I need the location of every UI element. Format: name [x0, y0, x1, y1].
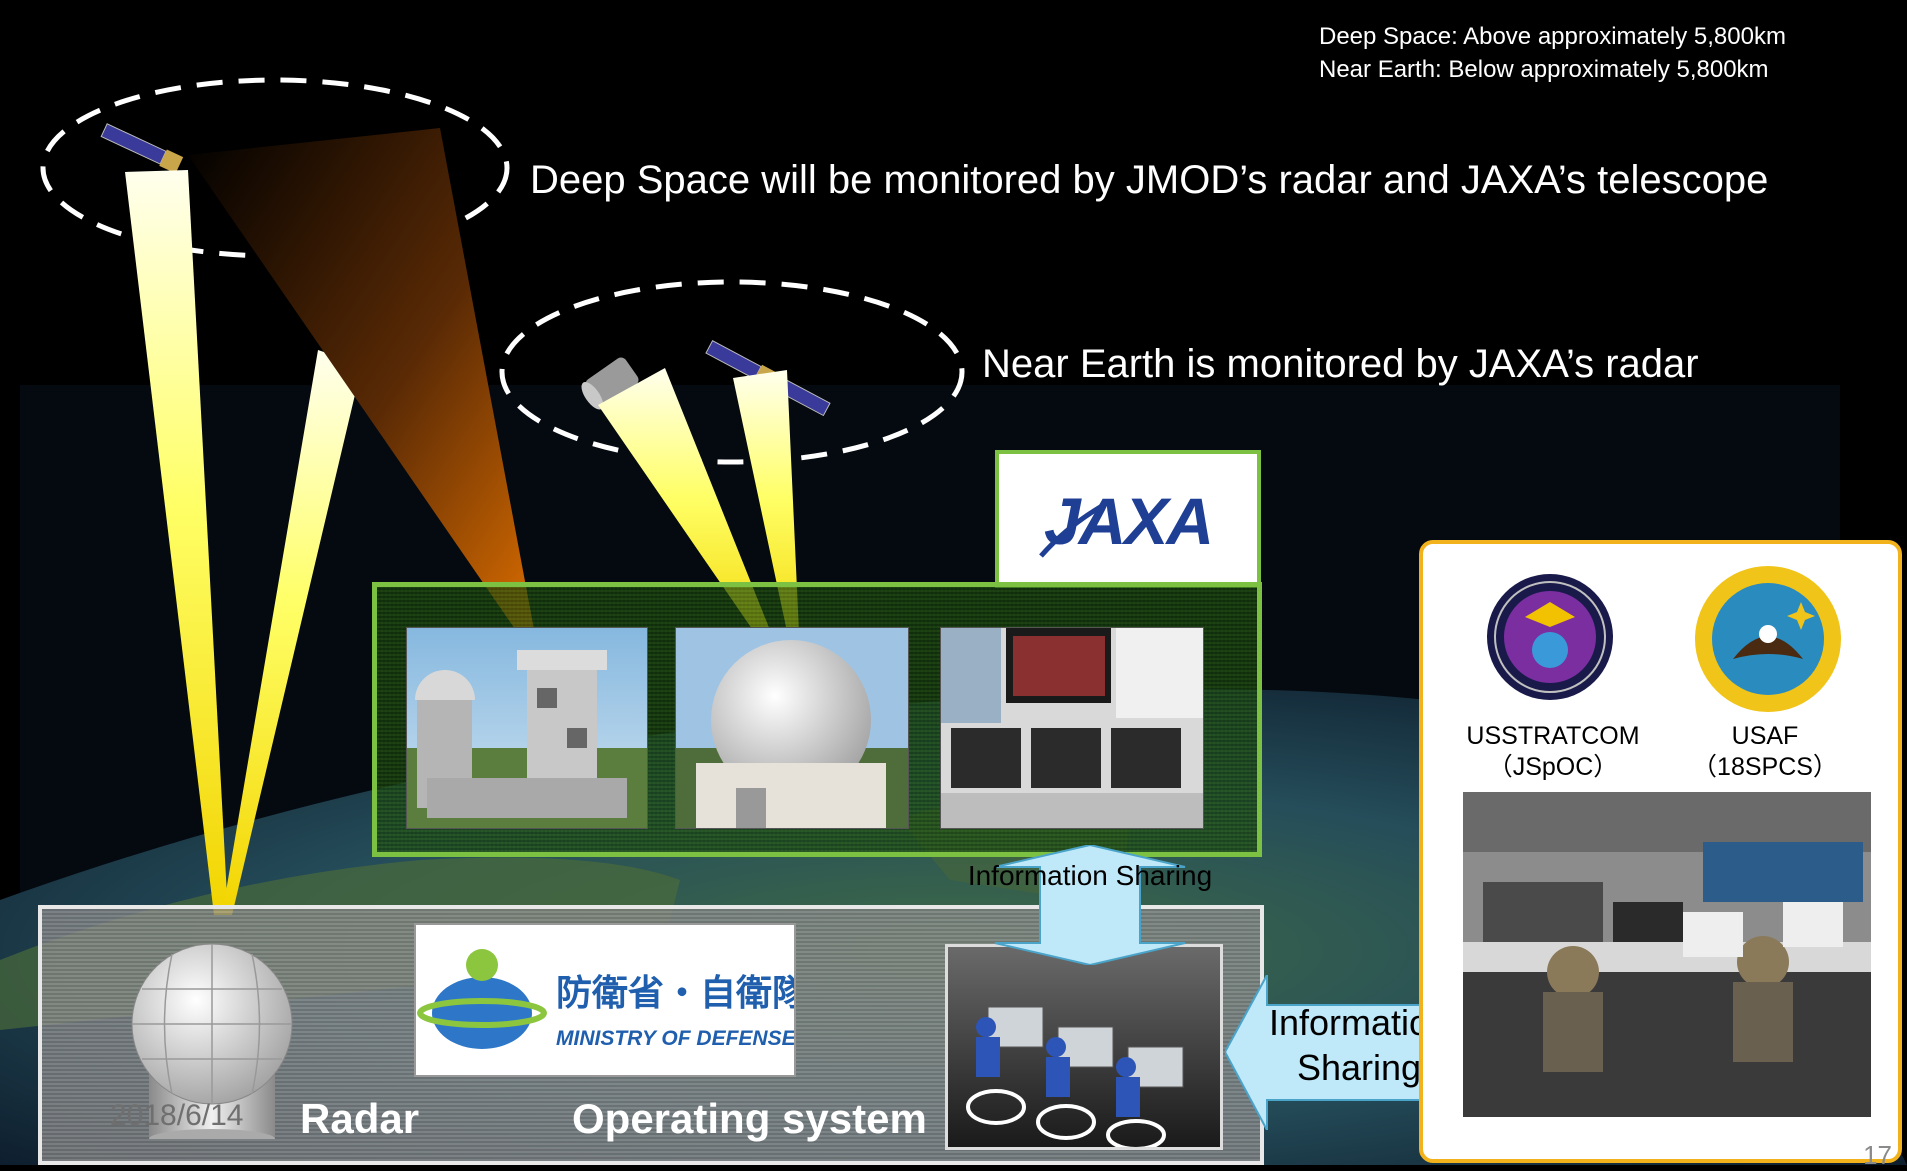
page-number: 17 [1863, 1140, 1892, 1170]
slide-date: 2018/6/14 [110, 1099, 244, 1132]
info-sharing-label-right: Information Sharing [1268, 1002, 1450, 1088]
radar-beam-right [222, 350, 362, 915]
mod-logo-en-text: MINISTRY OF DEFENSE [556, 1027, 794, 1050]
jaxa-control-room-photo [940, 627, 1204, 829]
radar-dome-icon [127, 939, 297, 1149]
near-earth-caption: Near Earth is monitored by JAXA’s radar [982, 342, 1699, 386]
mod-logo: 防衛省・自衛隊 MINISTRY OF DEFENSE [417, 949, 808, 1050]
spcs-seal-icon [1693, 564, 1843, 714]
usstratcom-name: USSTRATCOM [1466, 722, 1640, 750]
jaxa-logo-text: JAXA [1044, 484, 1212, 558]
jaxa-radome-photo [675, 627, 909, 829]
usstratcom-label: USSTRATCOM （JSpOC） [1463, 721, 1643, 783]
radar-beam-left [125, 170, 228, 915]
operating-system-illustration [945, 944, 1223, 1151]
spcs-unit: （18SPCS） [1692, 753, 1838, 781]
near-earth-definition: Near Earth: Below approximately 5,800km [1319, 56, 1769, 83]
mod-logo-jp-text: 防衛省・自衛隊 [556, 973, 794, 1014]
jspoc-seal-icon [1485, 572, 1615, 702]
operating-system-label: Operating system [572, 1095, 927, 1142]
orbit-definition-note: Deep Space: Above approximately 5,800km … [1319, 20, 1889, 86]
jaxa-facilities-panel [372, 582, 1262, 857]
near-earth-orbit-ellipse [499, 279, 965, 465]
mod-logo-card: 防衛省・自衛隊 MINISTRY OF DEFENSE [414, 923, 808, 1077]
info-sharing-label-top: Information Sharing [967, 860, 1213, 891]
deep-space-satellite-icon [100, 123, 184, 174]
jspoc-unit: （JSpOC） [1487, 753, 1619, 781]
info-sharing-arrow-jaxa-mod: Information Sharing [930, 843, 1250, 967]
deep-space-definition: Deep Space: Above approximately 5,800km [1319, 23, 1786, 50]
jaxa-telescope-photo [406, 627, 648, 829]
radar-label: Radar [300, 1095, 420, 1142]
telescope-beam [188, 128, 536, 645]
deep-space-caption: Deep Space will be monitored by JMOD’s r… [530, 158, 1769, 202]
usaf-label: USAF （18SPCS） [1685, 721, 1845, 783]
jaxa-logo: JAXA [1039, 484, 1214, 558]
jspoc-operations-photo [1463, 792, 1871, 1117]
us-partners-panel: USSTRATCOM （JSpOC） USAF （18SPCS） 17 [1419, 540, 1902, 1170]
jaxa-logo-card: JAXA [995, 450, 1261, 588]
usaf-name: USAF [1731, 722, 1799, 750]
space-debris-icon [581, 357, 639, 410]
